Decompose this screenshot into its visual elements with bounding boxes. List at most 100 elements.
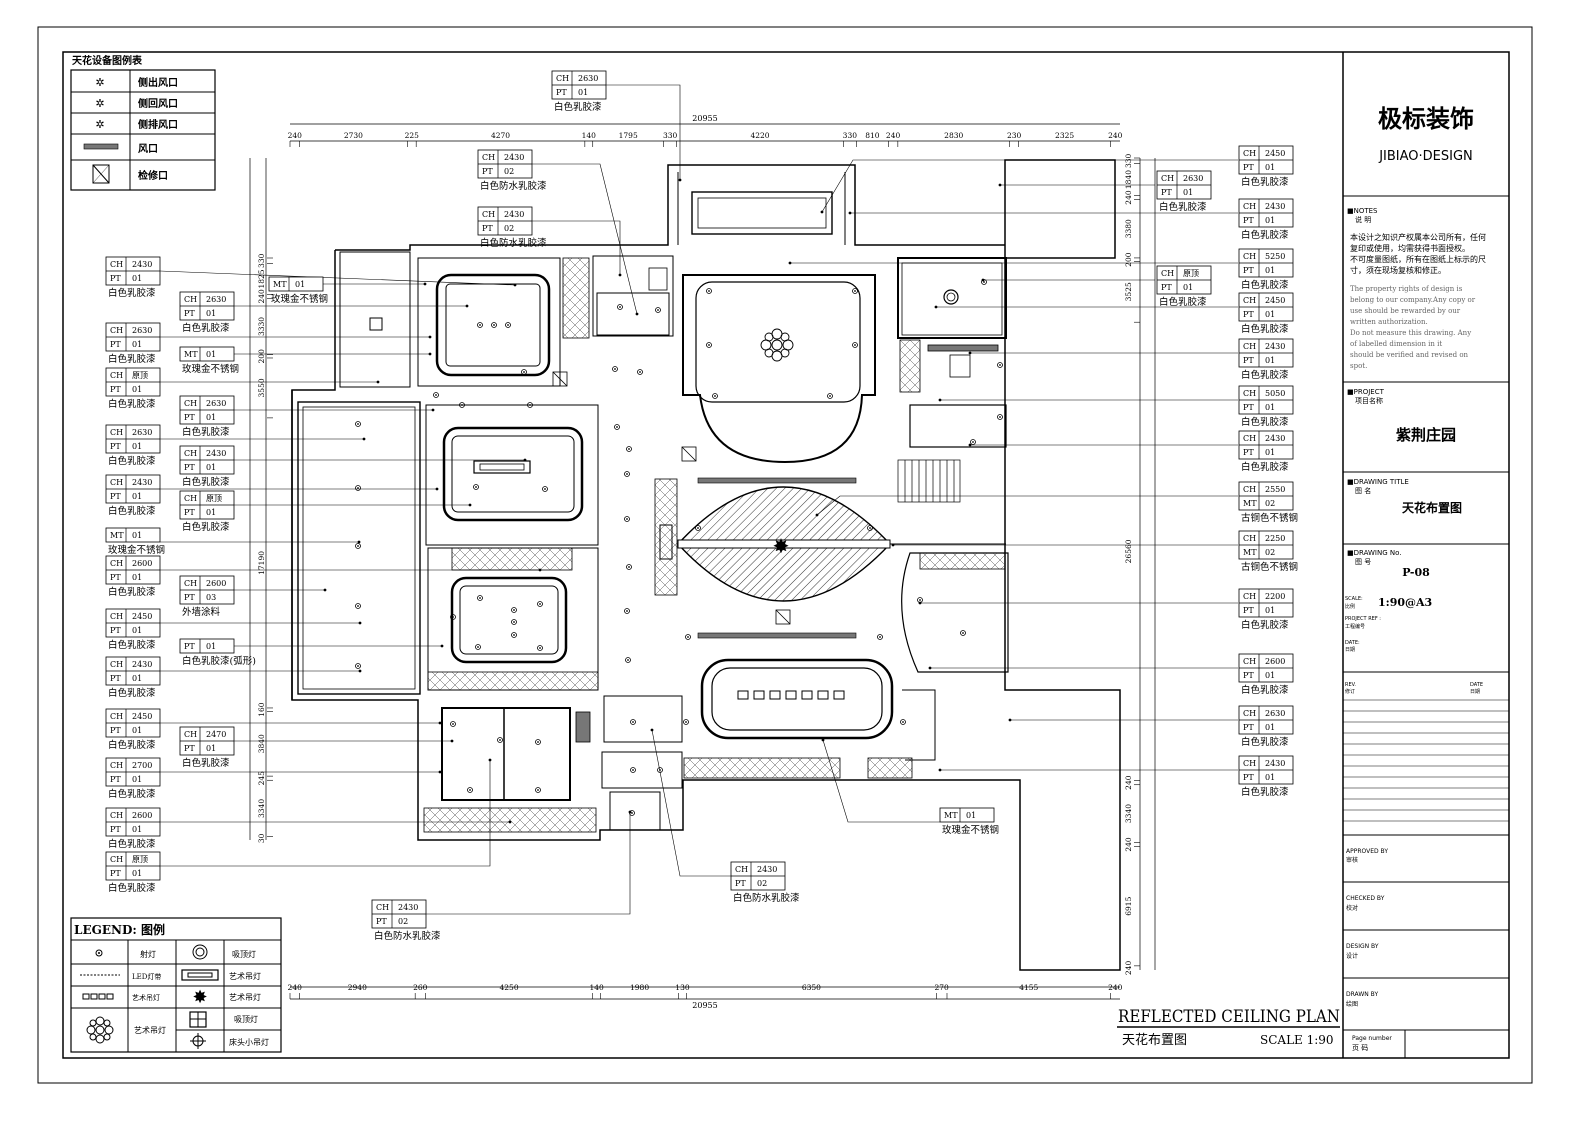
tag-code: CH bbox=[110, 371, 123, 380]
tag-code: CH bbox=[184, 579, 197, 588]
dimension-value: 2940 bbox=[348, 983, 367, 992]
tag-code: CH bbox=[110, 855, 123, 864]
tag-code: MT bbox=[110, 531, 124, 540]
tag-code: PT bbox=[184, 642, 195, 651]
tag-description: 白色乳胶漆 bbox=[1241, 736, 1289, 748]
tag-code: PT bbox=[110, 825, 121, 834]
dimension-value: 270 bbox=[935, 983, 950, 992]
tag-code: CH bbox=[1243, 485, 1256, 494]
ceiling-light bbox=[943, 289, 959, 305]
drawn-label-cn: 绘图 bbox=[1346, 1000, 1358, 1008]
tag-code: PT bbox=[1161, 283, 1172, 292]
tag-description: 白色防水乳胶漆 bbox=[480, 237, 547, 249]
tag-description: 白色乳胶漆 bbox=[108, 505, 156, 517]
tag-code: CH bbox=[1243, 149, 1256, 158]
spotlight bbox=[355, 543, 361, 549]
dimension-lines bbox=[249, 123, 1156, 1000]
notes-cn-line: 本设计之知识产权属本公司所有，任何 bbox=[1350, 232, 1486, 242]
notes-en-line: spot. bbox=[1350, 362, 1367, 370]
tag-value: 02 bbox=[1265, 548, 1275, 557]
dimension-value: 2830 bbox=[944, 131, 963, 140]
leader-lines bbox=[159, 84, 1238, 915]
chandelier-flower bbox=[760, 328, 794, 362]
tag-value: 01 bbox=[132, 674, 142, 683]
spotlight bbox=[683, 719, 689, 725]
notes-en-line: The property rights of design is bbox=[1350, 285, 1463, 293]
tag-value: 2600 bbox=[132, 811, 152, 820]
tag-value: 01 bbox=[1265, 671, 1275, 680]
dimension-value: 6350 bbox=[802, 983, 821, 992]
tag-description: 白色乳胶漆(弧形) bbox=[182, 655, 256, 667]
access-panel-icon bbox=[92, 164, 110, 184]
chandelier-star: ✸ bbox=[773, 534, 790, 558]
dimension-value: 17190 bbox=[257, 551, 266, 575]
ceiling-square-light-icon bbox=[189, 1011, 207, 1028]
spotlights bbox=[355, 279, 1003, 816]
tag-code: PT bbox=[110, 869, 121, 878]
design-label-cn: 设计 bbox=[1346, 952, 1358, 960]
ceiling-square-light bbox=[369, 317, 383, 331]
dimension-total: 20955 bbox=[692, 1001, 717, 1010]
spotlight bbox=[511, 619, 517, 625]
tag-code: CH bbox=[1243, 657, 1256, 666]
spotlight bbox=[355, 603, 361, 609]
spotlight bbox=[450, 614, 456, 620]
dimension-value: 330 bbox=[1124, 153, 1133, 168]
notes-cn-line: 寸，须在现场复核和修正。 bbox=[1350, 265, 1446, 275]
dimension-value: 240 bbox=[257, 289, 266, 304]
tag-description: 外墙涂料 bbox=[182, 606, 221, 618]
spotlight bbox=[852, 342, 858, 348]
dimension-value: 1825 bbox=[257, 269, 266, 288]
tag-description: 白色乳胶漆 bbox=[1159, 201, 1207, 213]
tag-code: PT bbox=[110, 726, 121, 735]
tag-code: CH bbox=[110, 559, 123, 568]
tag-value: 02 bbox=[504, 224, 514, 233]
tag-description: 白色乳胶漆 bbox=[1241, 416, 1289, 428]
tag-value: 01 bbox=[1183, 188, 1193, 197]
tag-description: 白色乳胶漆 bbox=[1241, 369, 1289, 381]
spotlight bbox=[970, 439, 976, 445]
bedroom-4-ceiling bbox=[450, 576, 568, 664]
bedroom-1-ceiling bbox=[435, 273, 551, 377]
tag-value: 02 bbox=[398, 917, 408, 926]
drawing-no-label: ■DRAWING No. bbox=[1347, 549, 1401, 557]
tag-value: 01 bbox=[132, 825, 142, 834]
spotlight bbox=[630, 767, 636, 773]
tag-value: 2450 bbox=[1265, 149, 1285, 158]
spotlight bbox=[477, 322, 483, 328]
tag-code: PT bbox=[735, 879, 746, 888]
tag-code: MT bbox=[273, 280, 287, 289]
spotlight bbox=[612, 366, 618, 372]
tag-value: 2430 bbox=[504, 210, 524, 219]
tag-value: 01 bbox=[295, 280, 305, 289]
scale-label-cn: 比例 bbox=[1345, 603, 1355, 610]
dimension-value: 1980 bbox=[630, 983, 649, 992]
tag-value: 2550 bbox=[1265, 485, 1285, 494]
tag-value: 5250 bbox=[1265, 252, 1285, 261]
spotlight bbox=[960, 630, 966, 636]
tag-value: 2430 bbox=[206, 449, 226, 458]
tag-code: CH bbox=[110, 612, 123, 621]
dimension-value: 4220 bbox=[750, 131, 769, 140]
scale-value: 1:90@A3 bbox=[1378, 596, 1432, 609]
tag-description: 白色乳胶漆 bbox=[182, 521, 230, 533]
tag-code: CH bbox=[1243, 434, 1256, 443]
tag-value: 原顶 bbox=[132, 855, 148, 864]
spotlight bbox=[535, 787, 541, 793]
tag-code: CH bbox=[1243, 389, 1256, 398]
tag-code: PT bbox=[184, 309, 195, 318]
tag-value: 2430 bbox=[504, 153, 524, 162]
equipment-legend-item: 检修口 bbox=[138, 169, 168, 182]
spotlight bbox=[511, 607, 517, 613]
